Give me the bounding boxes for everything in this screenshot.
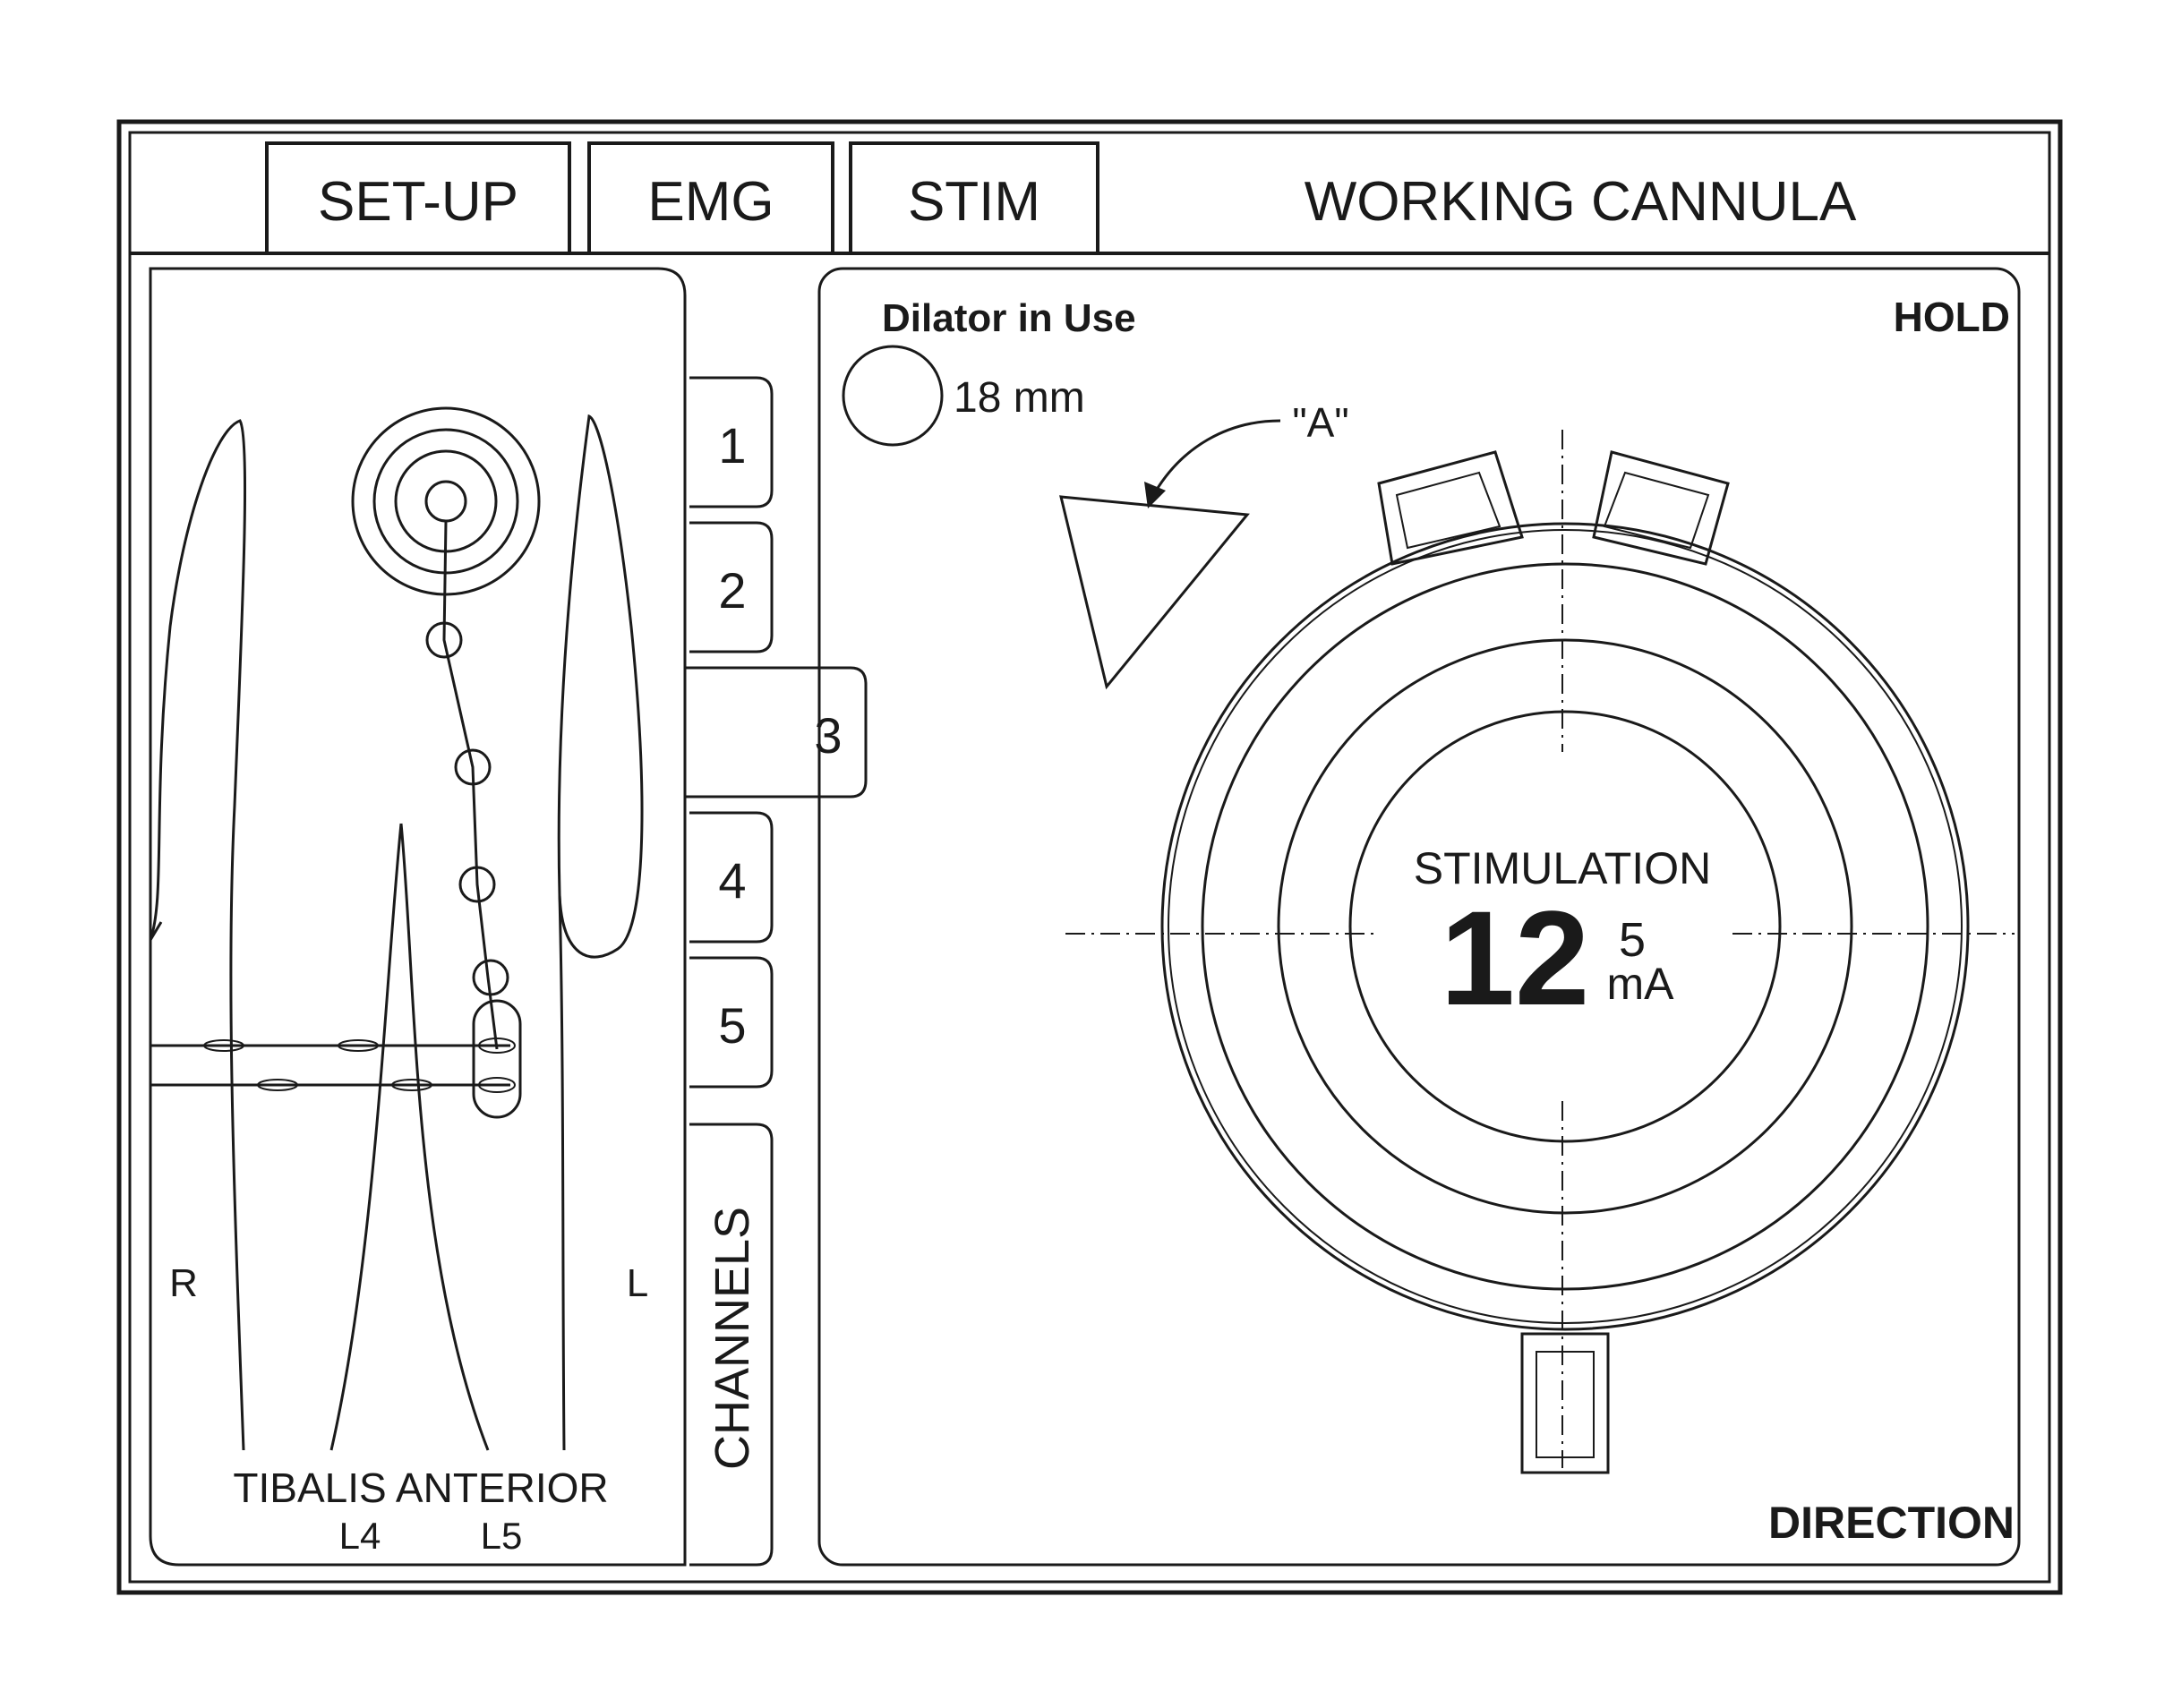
tab-stim[interactable]: STIM <box>851 143 1098 253</box>
channel-tab-2-label: 2 <box>718 562 746 619</box>
inner-frame <box>130 132 2049 1582</box>
dilator-icon <box>843 346 942 445</box>
channel-tab-5[interactable]: 5 <box>689 958 772 1087</box>
stim-panel <box>819 269 2019 1565</box>
tab-setup[interactable]: SET-UP <box>267 143 569 253</box>
annotation-arrow <box>1155 421 1280 492</box>
stimulation-unit: mA <box>1607 959 1675 1009</box>
channel-tab-1[interactable]: 1 <box>689 378 772 507</box>
right-side-label: R <box>169 1261 198 1305</box>
level-label-l4: L4 <box>339 1515 381 1557</box>
tab-emg-label: EMG <box>647 171 774 233</box>
channel-tab-2[interactable]: 2 <box>689 523 772 652</box>
channel-tab-1-label: 1 <box>718 417 746 474</box>
tab-setup-label: SET-UP <box>318 171 518 233</box>
dilator-heading: Dilator in Use <box>882 296 1136 340</box>
direction-indicator-icon <box>1061 497 1247 687</box>
annotation-label: "A" <box>1292 399 1348 446</box>
tab-emg[interactable]: EMG <box>589 143 833 253</box>
stimulation-value-major: 12 <box>1441 883 1590 1033</box>
left-side-label: L <box>627 1261 648 1305</box>
channel-tab-3[interactable]: 3 <box>685 668 866 797</box>
electrode-target <box>353 408 539 1117</box>
channels-tab[interactable]: CHANNELS <box>689 1124 772 1565</box>
stimulation-readout: STIMULATION 12 5 mA <box>1414 843 1711 1033</box>
level-label-l5: L5 <box>481 1515 523 1557</box>
channel-tab-4-label: 4 <box>718 852 746 909</box>
hold-label: HOLD <box>1894 294 2010 340</box>
direction-label: DIRECTION <box>1768 1498 2015 1548</box>
body-diagram <box>150 416 642 1450</box>
channel-tab-5-label: 5 <box>718 997 746 1054</box>
tab-stim-label: STIM <box>908 171 1040 233</box>
screen-title: WORKING CANNULA <box>1305 171 1857 233</box>
channels-tab-label: CHANNELS <box>706 1207 759 1470</box>
dilator-size: 18 mm <box>954 374 1085 422</box>
muscle-label: TIBALIS ANTERIOR <box>233 1465 608 1511</box>
channel-tab-4[interactable]: 4 <box>689 813 772 942</box>
